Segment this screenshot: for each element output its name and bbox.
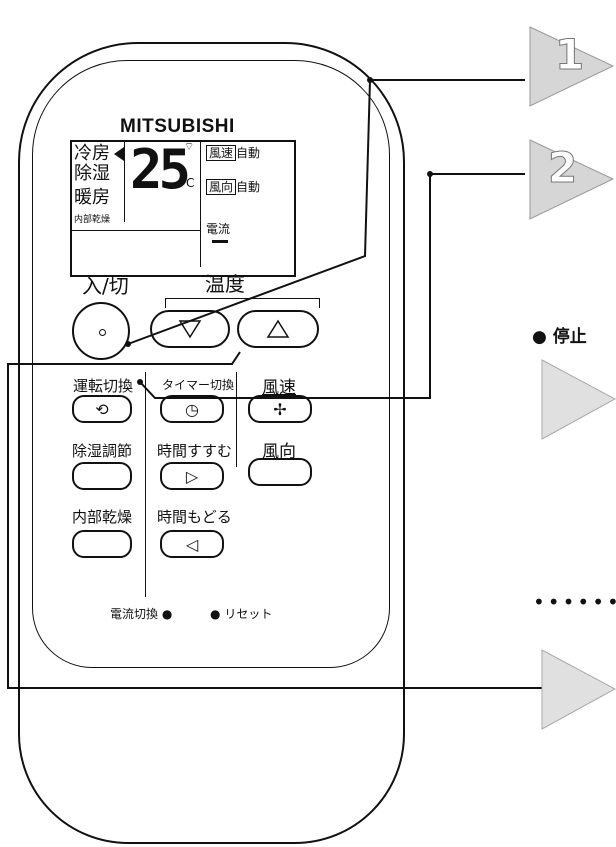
lcd-divider-bottom (72, 230, 200, 231)
mode-cool: 冷房 (74, 143, 110, 164)
direction-tag: 風向 (206, 179, 237, 195)
temp-bracket (165, 298, 320, 299)
temp-bracket-right (319, 298, 320, 308)
column-divider-2 (236, 372, 237, 467)
triangle-up-icon (266, 319, 290, 338)
play-icon: ▷ (185, 466, 199, 486)
power-dot-icon (99, 329, 106, 336)
time-back-button[interactable]: ◁ (160, 530, 224, 558)
step-arrow-1 (529, 26, 615, 107)
temp-up-button[interactable] (237, 310, 319, 348)
fan-icon: ✢ (273, 399, 287, 419)
stop-note-text: 停止 (552, 327, 587, 347)
mode-dry: 除湿 (74, 163, 110, 184)
step-number-1: 1 (554, 30, 585, 80)
lcd-divider-left (124, 142, 125, 222)
brand-logo: MITSUBISHI (120, 116, 235, 137)
direction-label: 風向 (262, 442, 296, 462)
mode-switch-label: 運転切換 (73, 377, 134, 395)
reset-label: リセット (224, 607, 273, 621)
stop-note: ● 停止 (532, 327, 587, 347)
time-forward-button[interactable]: ▷ (160, 462, 224, 490)
current-label: 電流 (206, 222, 231, 236)
remote-body (18, 42, 405, 844)
mode-cycle-icon: ⟲ (95, 399, 109, 419)
temperature-unit: °C (180, 176, 195, 190)
step-arrow-4 (541, 649, 616, 730)
direction-value: 自動 (236, 180, 261, 194)
timer-label: タイマー切換 (162, 378, 235, 392)
internal-dry-button[interactable] (72, 530, 132, 558)
step-arrow-3 (541, 359, 616, 440)
power-label: 入/切 (82, 274, 129, 298)
timer-button[interactable]: ◷ (160, 395, 224, 423)
time-back-label: 時間もどる (157, 508, 232, 526)
temperature-readout: 25 (130, 138, 191, 201)
direction-button[interactable] (248, 458, 312, 486)
time-forward-label: 時間すすむ (157, 442, 233, 460)
temp-label: 温度 (205, 272, 245, 296)
signal-icon: ⌔ (184, 140, 195, 153)
fan-button[interactable]: ✢ (248, 395, 312, 423)
current-bar (212, 240, 228, 243)
internal-dry-label: 内部乾燥 (72, 508, 133, 526)
fan-label: 風速 (262, 378, 296, 398)
temp-down-button[interactable] (150, 310, 230, 348)
dehumid-button[interactable] (72, 462, 132, 490)
power-button[interactable] (72, 302, 130, 360)
current-switch-button[interactable]: ● (161, 607, 173, 621)
reset-button[interactable]: ● (210, 607, 221, 621)
step-number-2: 2 (547, 143, 578, 193)
dehumid-label: 除湿調節 (72, 442, 133, 460)
fan-value: 自動 (236, 146, 261, 160)
column-divider-1 (145, 372, 146, 597)
mode-internal-dry: 内部乾燥 (74, 215, 111, 225)
temp-bracket-left (165, 298, 166, 308)
mode-indicator-icon (114, 147, 124, 161)
lcd-divider-right (200, 142, 201, 267)
mode-heat: 暖房 (74, 187, 110, 208)
fan-tag: 風速 (206, 145, 237, 161)
clock-icon: ◷ (185, 399, 199, 419)
dotted-separator: ••••••• (533, 590, 616, 614)
lcd-display: 冷房 除湿 暖房 内部乾燥 25 ⌔ °C 風速自動 風向自動 電流 (70, 138, 296, 277)
current-switch-label: 電流切換 (110, 607, 159, 621)
step-arrow-2 (529, 139, 615, 220)
mode-switch-button[interactable]: ⟲ (72, 395, 132, 423)
rewind-icon: ◁ (185, 534, 199, 554)
